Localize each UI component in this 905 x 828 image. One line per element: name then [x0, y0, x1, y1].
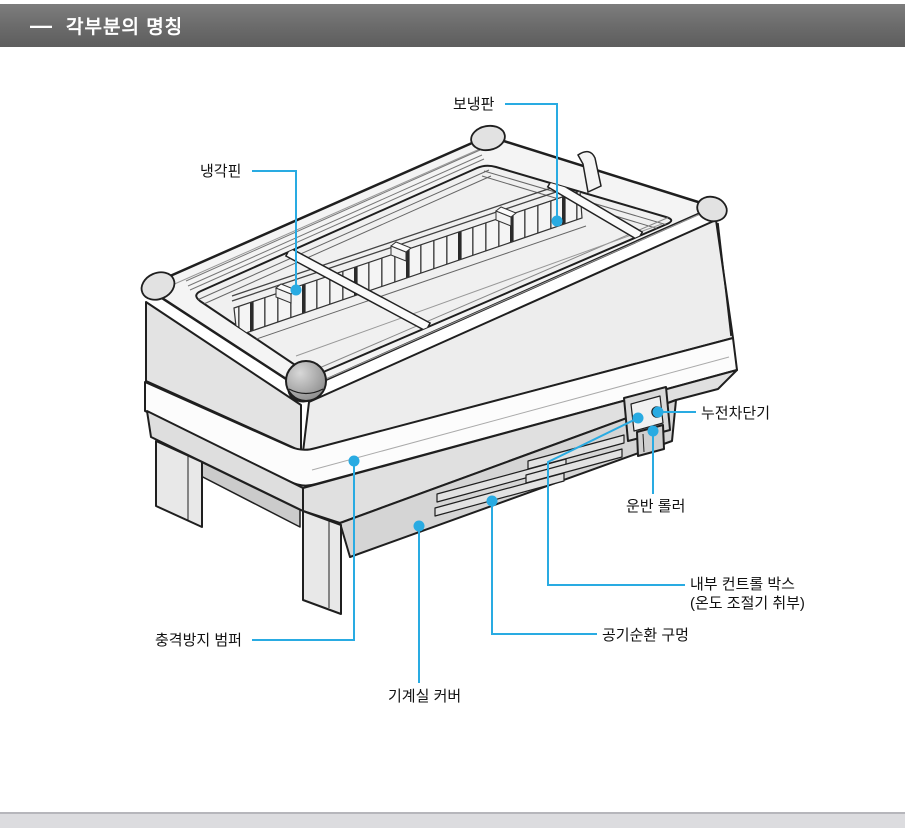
leader-lines [252, 103, 696, 683]
label-machine-cover: 기계실 커버 [388, 688, 462, 705]
corner-cap [470, 124, 506, 152]
roller-edge [642, 433, 645, 453]
corner-cap [140, 271, 176, 301]
back-wall-lines [194, 169, 675, 308]
section-header: — 각부분의 명칭 [0, 4, 905, 47]
vent-slot [525, 448, 623, 484]
rim-back-line [169, 147, 483, 287]
leader-cooling-fin [252, 170, 297, 285]
bumper-inner-line [311, 356, 730, 471]
leader-bumper [252, 466, 355, 641]
dome-base-line [288, 388, 324, 395]
corner-dome [285, 360, 327, 402]
dot-bumper [348, 455, 360, 467]
dot-cold-plate [551, 215, 563, 227]
corner-caps [140, 124, 728, 403]
label-control-box-line1: 내부 컨트롤 박스 [690, 576, 795, 593]
dot-air-hole [486, 495, 498, 507]
label-cooling-fin: 냉각핀 [200, 163, 242, 180]
cross-dividers [284, 178, 644, 333]
leg [302, 510, 342, 615]
dot-control-box [632, 412, 644, 424]
corner-cap [696, 195, 728, 223]
leader-control-box [547, 417, 685, 586]
leg [155, 440, 203, 528]
legs [155, 440, 342, 615]
label-circuit-breaker: 누전차단기 [701, 405, 771, 422]
rim-front-line [314, 213, 701, 385]
floor-seam [295, 223, 663, 357]
cold-plate [577, 150, 602, 194]
leader-air-hole [491, 506, 597, 635]
back-rim-rails [185, 149, 485, 291]
label-transport-roller: 운반 롤러 [626, 498, 686, 515]
label-cold-plate: 보냉판 [453, 96, 495, 113]
dot-transport-roller [647, 425, 659, 437]
dot-circuit-breaker [652, 406, 664, 418]
right-corner-edge [717, 222, 732, 337]
label-control-box-line2: (온도 조절기 취부) [690, 595, 805, 612]
dot-cooling-fin [290, 284, 302, 296]
interior-detail [194, 169, 675, 373]
cabinet-body [144, 219, 738, 615]
dash-icon: — [30, 12, 52, 38]
page-title: 각부분의 명칭 [66, 17, 184, 38]
label-air-hole: 공기순환 구멍 [602, 627, 689, 644]
vent-slot [434, 472, 565, 517]
dot-machine-cover [413, 520, 425, 532]
leader-cold-plate [505, 103, 558, 216]
fin-base-line [241, 225, 587, 345]
label-bumper: 충격방지 범퍼 [155, 632, 242, 649]
page-footer-strip [0, 812, 905, 828]
